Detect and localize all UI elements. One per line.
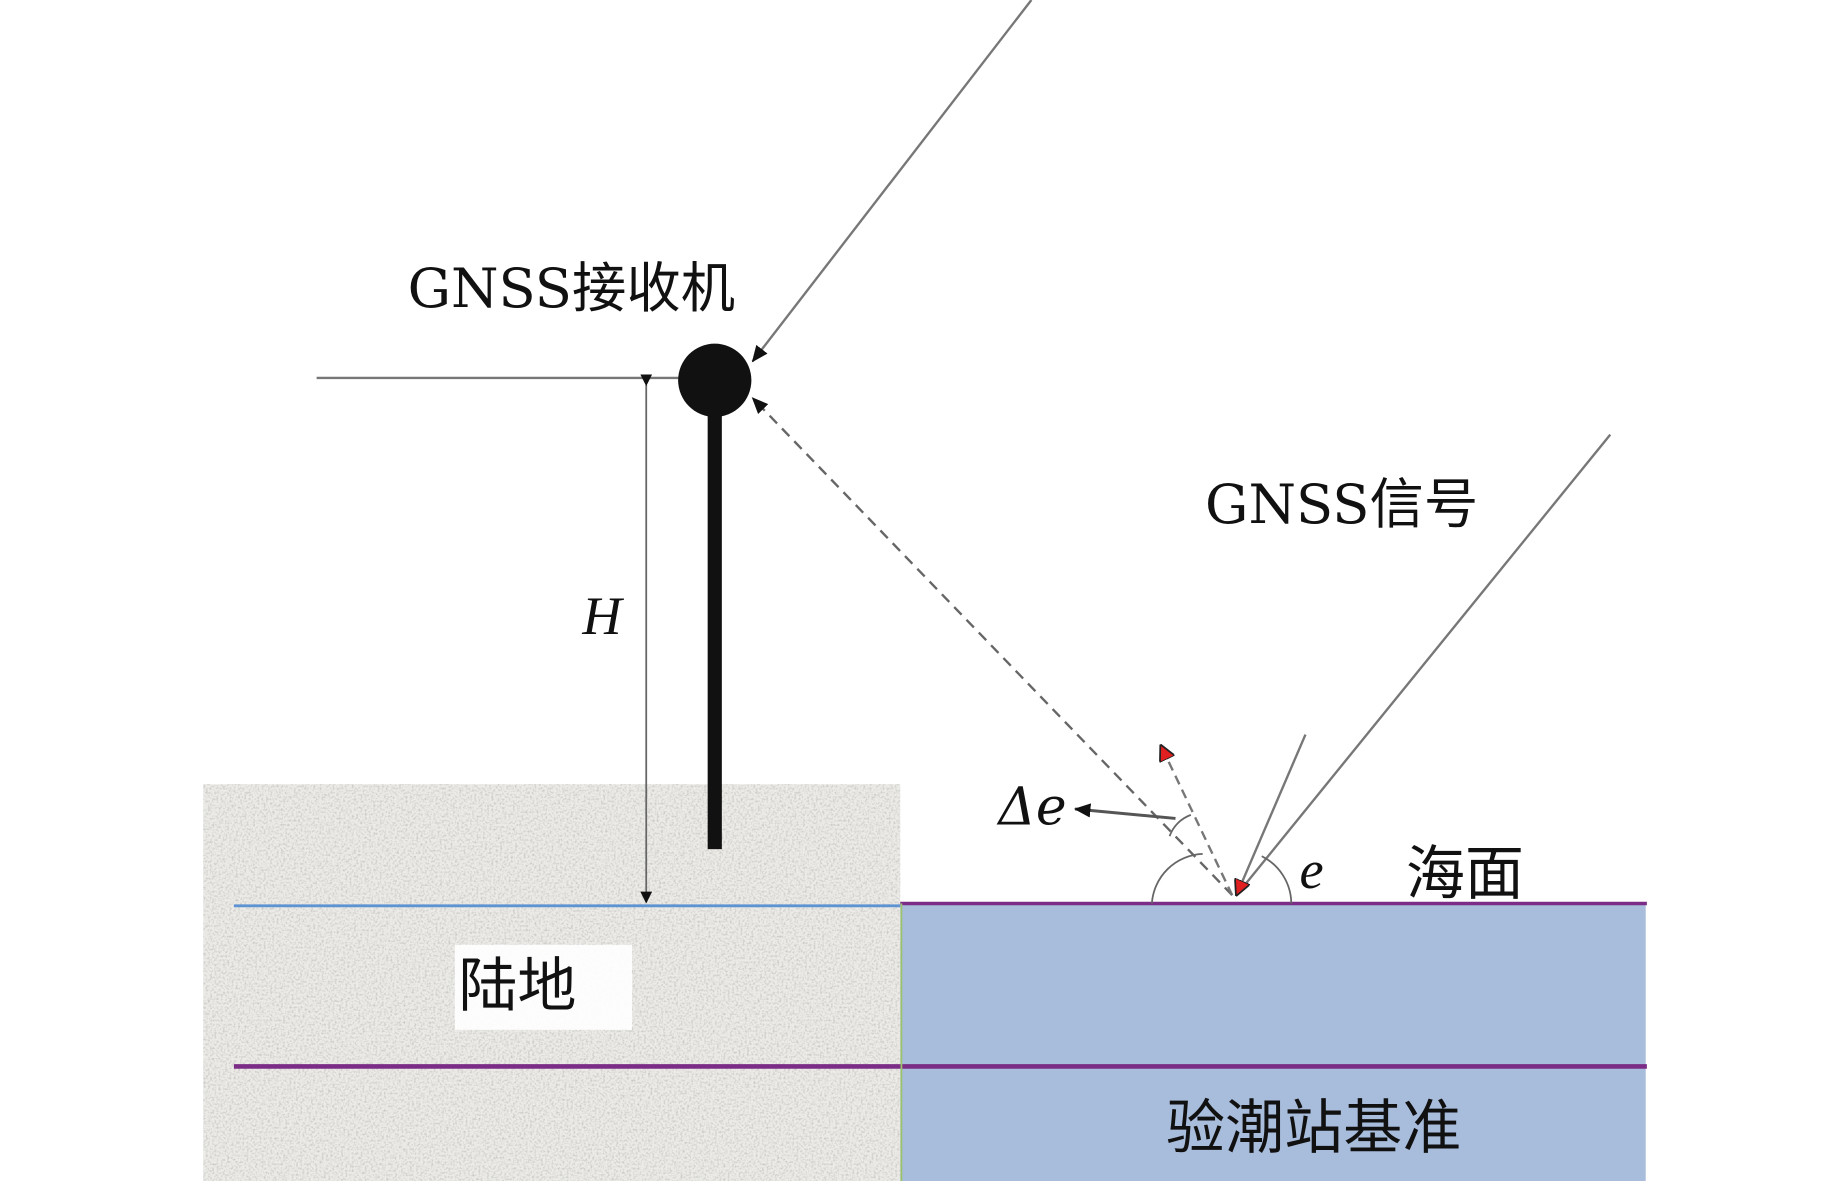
specular-reflection-ray [1161, 746, 1234, 896]
signal-label: GNSS信号 [1205, 473, 1478, 536]
delta-e-label: Δe [996, 777, 1066, 837]
land-label: 陆地 [458, 951, 576, 1020]
direct-signal-ray [751, 0, 1033, 363]
elevation-label: e [1300, 840, 1324, 900]
sea-block [900, 903, 1646, 1181]
antenna-pole [707, 380, 722, 850]
gnss-receiver-icon [678, 343, 752, 417]
elevation-arc-right [1261, 855, 1293, 904]
delta-e-arc [1168, 814, 1192, 837]
incoming-signal-ray [1238, 433, 1612, 893]
land-block [203, 784, 901, 1181]
reflected-signal-ray [751, 397, 1234, 897]
delta-e-arrow [1073, 803, 1176, 820]
receiver-label: GNSS接收机 [408, 257, 735, 320]
height-label: H [581, 586, 624, 646]
tide-datum-label: 验潮站基准 [1166, 1093, 1461, 1162]
elevation-arc-left [1150, 852, 1203, 904]
sea-surface-label: 海面 [1406, 839, 1524, 908]
incoming-signal-ray-2 [1237, 734, 1307, 894]
